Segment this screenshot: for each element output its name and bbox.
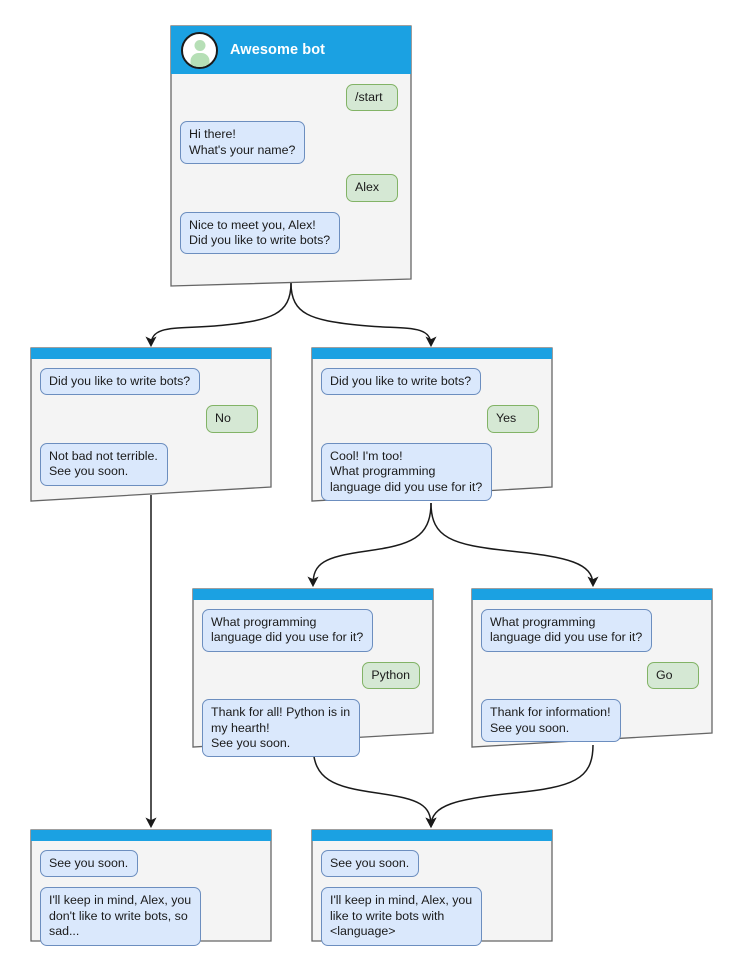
user-bubble[interactable]: Go	[647, 661, 699, 690]
bot-bubble[interactable]: Cool! I'm too! What programming language…	[321, 442, 493, 502]
message-row: No	[40, 405, 262, 442]
message-row: Go	[481, 661, 703, 699]
answer-no-card[interactable]: Did you like to write bots? No Not bad n…	[30, 347, 272, 502]
message-row: See you soon.	[321, 850, 543, 887]
user-bubble[interactable]: Python	[362, 661, 420, 690]
bot-bubble[interactable]: I'll keep in mind, Alex, you don't like …	[40, 887, 202, 946]
start-card-messages: /start Hi there! What's your name? Alex …	[170, 74, 412, 264]
edge-start-to-yes	[290, 282, 437, 348]
message-row: Python	[202, 661, 424, 699]
message-row: Did you like to write bots?	[40, 368, 262, 405]
edge-start-to-no	[145, 282, 292, 348]
edge-yes-to-go	[430, 502, 599, 588]
language-python-card[interactable]: What programming language did you use fo…	[192, 588, 434, 758]
bot-bubble[interactable]: Nice to meet you, Alex! Did you like to …	[180, 211, 341, 255]
message-row: What programming language did you use fo…	[481, 609, 703, 662]
message-row: What programming language did you use fo…	[202, 609, 424, 662]
message-row: See you soon.	[40, 850, 262, 887]
message-row: Cool! I'm too! What programming language…	[321, 442, 543, 511]
message-row: /start	[180, 84, 402, 121]
bot-bubble[interactable]: I'll keep in mind, Alex, you like to wri…	[321, 887, 483, 946]
bot-bubble[interactable]: Did you like to write bots?	[321, 368, 482, 396]
user-bubble[interactable]: /start	[346, 84, 398, 112]
start-card-titlebar: Awesome bot	[171, 26, 411, 74]
bot-bubble[interactable]: Thank for all! Python is in my hearth! S…	[202, 699, 361, 758]
edge-go-to-end-happy	[425, 744, 594, 829]
answer-yes-card-messages: Did you like to write bots? Yes Cool! I'…	[311, 359, 553, 511]
bot-bubble[interactable]: Thank for information! See you soon.	[481, 699, 621, 743]
message-row: Thank for information! See you soon.	[481, 699, 703, 752]
answer-no-card-titlebar	[31, 348, 271, 359]
bot-bubble[interactable]: Not bad not terrible. See you soon.	[40, 442, 168, 486]
end-happy-card-messages: See you soon. I'll keep in mind, Alex, y…	[311, 841, 553, 956]
answer-yes-card-titlebar	[312, 348, 552, 359]
language-python-card-titlebar	[193, 589, 433, 600]
end-sad-card-messages: See you soon. I'll keep in mind, Alex, y…	[30, 841, 272, 956]
answer-no-card-messages: Did you like to write bots? No Not bad n…	[30, 359, 272, 496]
bot-bubble[interactable]: See you soon.	[40, 850, 139, 878]
language-go-card-messages: What programming language did you use fo…	[471, 600, 713, 752]
bot-name-label: Awesome bot	[230, 42, 326, 58]
bot-bubble[interactable]: What programming language did you use fo…	[202, 609, 374, 652]
message-row: Not bad not terrible. See you soon.	[40, 442, 262, 496]
user-bubble[interactable]: Yes	[487, 405, 539, 433]
message-row: Yes	[321, 405, 543, 442]
user-bubble[interactable]: Alex	[346, 174, 398, 202]
message-row: Alex	[180, 174, 402, 211]
end-sad-card[interactable]: See you soon. I'll keep in mind, Alex, y…	[30, 829, 272, 946]
message-row: I'll keep in mind, Alex, you like to wri…	[321, 887, 543, 955]
message-row: Nice to meet you, Alex! Did you like to …	[180, 211, 402, 265]
bot-bubble[interactable]: Did you like to write bots?	[40, 368, 201, 396]
end-happy-card[interactable]: See you soon. I'll keep in mind, Alex, y…	[311, 829, 553, 946]
start-card[interactable]: Awesome bot /start Hi there! What's your…	[170, 25, 412, 287]
end-sad-card-titlebar	[31, 830, 271, 841]
language-go-card-titlebar	[472, 589, 712, 600]
user-avatar-icon	[181, 31, 218, 69]
language-go-card[interactable]: What programming language did you use fo…	[471, 588, 713, 748]
end-happy-card-titlebar	[312, 830, 552, 841]
user-bubble[interactable]: No	[206, 405, 258, 433]
edge-yes-to-python	[307, 502, 432, 588]
message-row: Hi there! What's your name?	[180, 121, 402, 174]
message-row: I'll keep in mind, Alex, you don't like …	[40, 887, 262, 955]
bot-bubble[interactable]: See you soon.	[321, 850, 420, 878]
answer-yes-card[interactable]: Did you like to write bots? Yes Cool! I'…	[311, 347, 553, 502]
message-row: Thank for all! Python is in my hearth! S…	[202, 699, 424, 767]
message-row: Did you like to write bots?	[321, 368, 543, 405]
bot-bubble[interactable]: Hi there! What's your name?	[180, 121, 306, 165]
language-python-card-messages: What programming language did you use fo…	[192, 600, 434, 767]
bot-bubble[interactable]: What programming language did you use fo…	[481, 609, 653, 652]
